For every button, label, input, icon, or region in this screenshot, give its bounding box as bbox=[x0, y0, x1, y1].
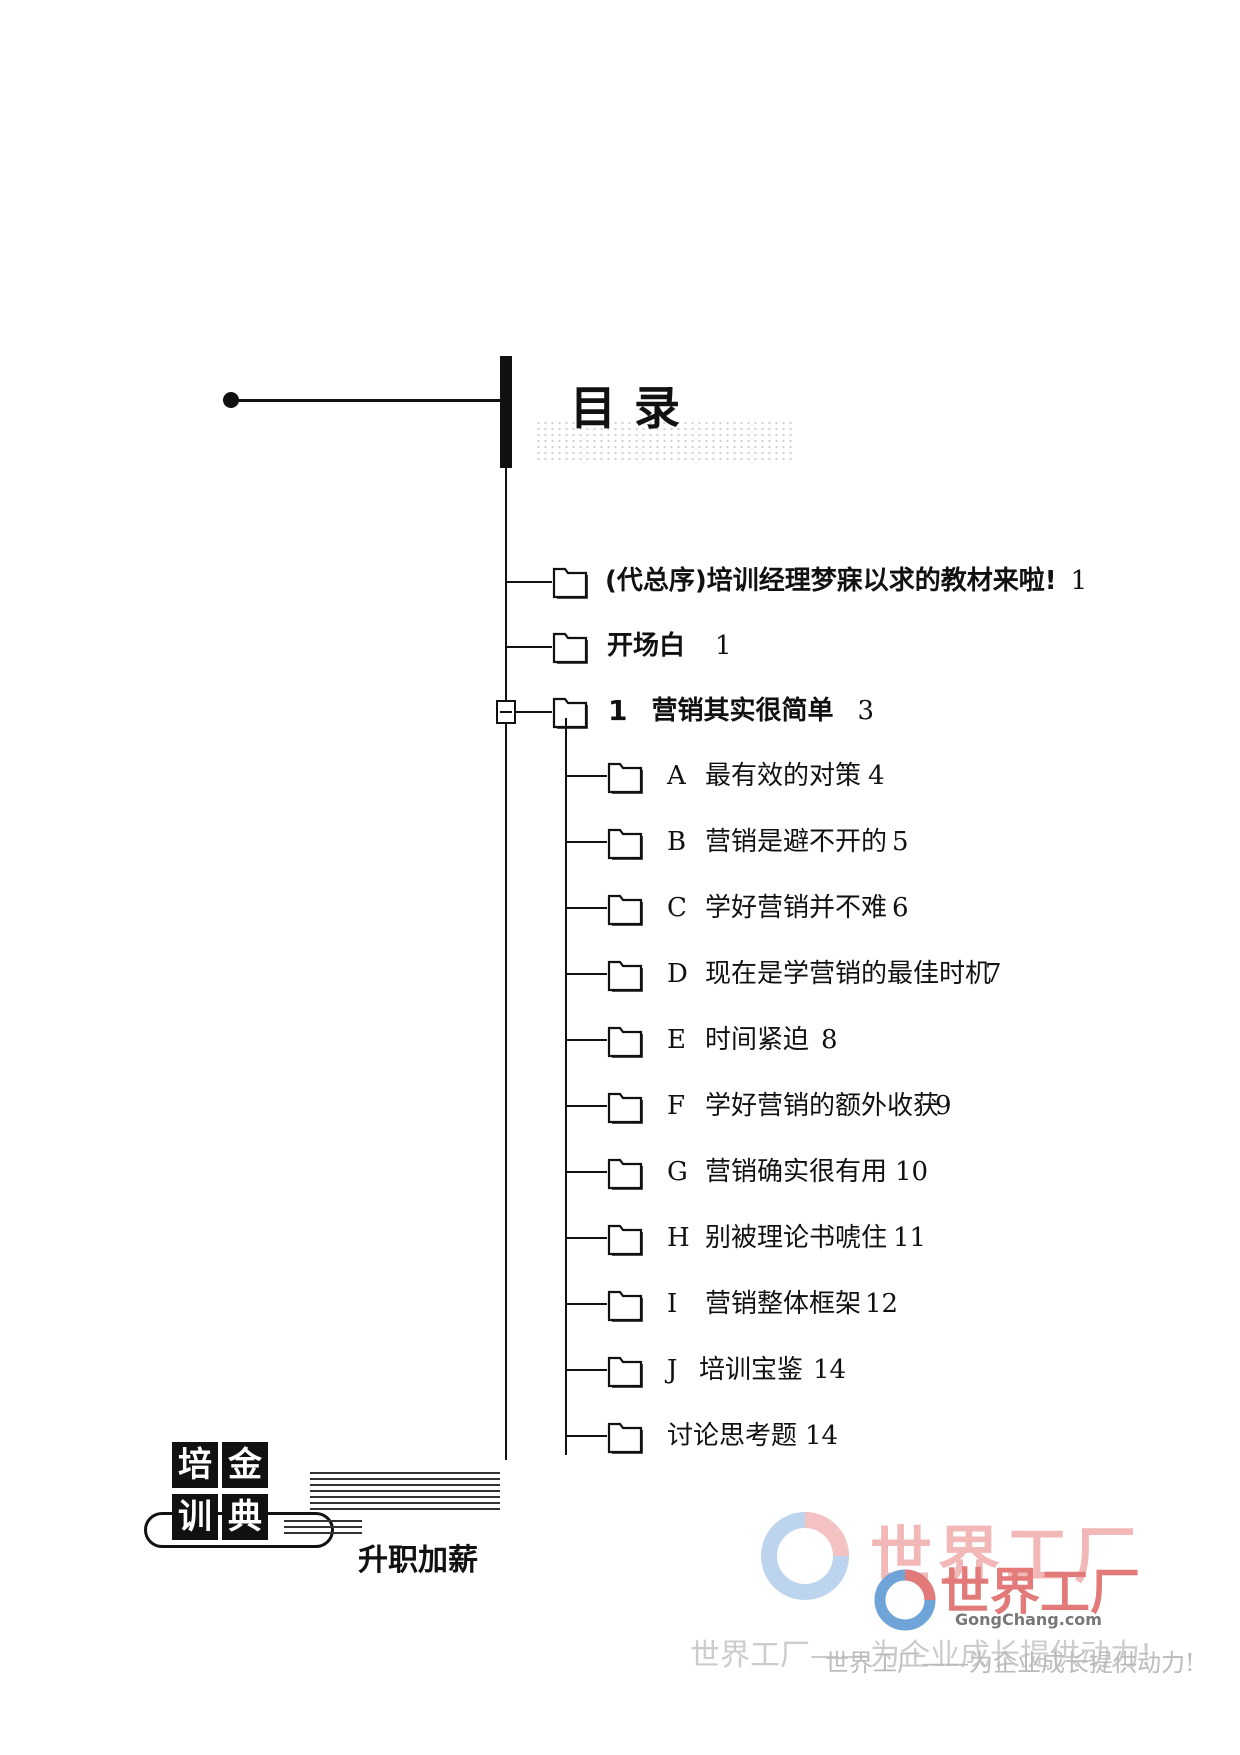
subitem-page: 11 bbox=[893, 1223, 927, 1253]
subitem-page: 4 bbox=[868, 761, 885, 791]
tree-connector bbox=[506, 646, 552, 648]
subitem-letter: B bbox=[667, 827, 687, 857]
subitem-label: 培训宝鉴 bbox=[699, 1355, 804, 1385]
subitem-label: 现在是学营销的最佳时机 bbox=[705, 959, 992, 989]
header-bar bbox=[500, 356, 512, 468]
folder-icon bbox=[552, 632, 588, 664]
subitem-page: 9 bbox=[935, 1091, 952, 1121]
subitem-page: 12 bbox=[865, 1289, 899, 1319]
tree-connector bbox=[565, 1171, 607, 1173]
subitem-page: 14 bbox=[805, 1421, 839, 1451]
tree-connector bbox=[565, 1369, 607, 1371]
folder-icon bbox=[607, 1158, 643, 1190]
subitem-page: 5 bbox=[892, 827, 909, 857]
subitem-page: 10 bbox=[895, 1157, 929, 1187]
folder-icon bbox=[607, 1224, 643, 1256]
watermark-url: GongChang.com bbox=[955, 1610, 1102, 1629]
folder-icon bbox=[607, 1356, 643, 1388]
watermark-slogan-secondary: 世界工厂——为企业成长提供动力! bbox=[825, 1649, 1195, 1677]
toc-item-label: 营销其实很简单 bbox=[651, 696, 834, 726]
chapter-number: 1 bbox=[608, 694, 628, 727]
toc-item-page: 3 bbox=[857, 696, 875, 726]
toc-item-label: (代总序)培训经理梦寐以求的教材来啦! bbox=[605, 566, 1057, 596]
tree-connector bbox=[565, 1237, 607, 1239]
tree-connector bbox=[565, 907, 607, 909]
subitem-label: 营销整体框架 bbox=[705, 1289, 862, 1319]
subitem-page: 8 bbox=[821, 1025, 838, 1055]
logo-char: 典 bbox=[222, 1494, 268, 1540]
tree-trunk bbox=[505, 468, 507, 1460]
tree-connector bbox=[565, 1435, 607, 1437]
toc-chapter[interactable]: 1 营销其实很简单 3 bbox=[608, 693, 874, 729]
subitem-letter: G bbox=[667, 1157, 688, 1187]
tree-connector bbox=[516, 711, 552, 713]
gear-icon bbox=[761, 1512, 849, 1600]
folder-icon bbox=[607, 894, 643, 926]
subitem-page: 7 bbox=[985, 959, 1002, 989]
toc-item-page: 1 bbox=[715, 631, 732, 661]
subitem-letter: J bbox=[667, 1355, 678, 1385]
watermark-brand-small: 世界工厂 bbox=[940, 1563, 1140, 1621]
subitem-label: 营销是避不开的 bbox=[705, 827, 888, 857]
subitem-letter: F bbox=[667, 1091, 686, 1121]
collapse-toggle[interactable] bbox=[496, 700, 516, 724]
tree-connector bbox=[565, 775, 607, 777]
folder-icon bbox=[607, 1290, 643, 1322]
subitem-letter: H bbox=[667, 1223, 690, 1253]
logo-char: 训 bbox=[172, 1494, 218, 1540]
toc-item-page: 1 bbox=[1070, 566, 1088, 596]
folder-icon bbox=[607, 960, 643, 992]
toc-item-label: 开场白 bbox=[607, 631, 686, 661]
subitem-label: 别被理论书唬住 bbox=[705, 1223, 888, 1253]
watermark-slogan: 世界工厂——为企业成长提供动力! bbox=[690, 1638, 1153, 1673]
subitem-page: 6 bbox=[892, 893, 909, 923]
subitem-letter: I bbox=[667, 1289, 678, 1319]
page-title: 目录 bbox=[570, 381, 698, 435]
header-rule bbox=[230, 399, 502, 402]
subtree-trunk bbox=[565, 718, 567, 1455]
logo-stripes bbox=[310, 1472, 500, 1510]
tree-connector bbox=[565, 1303, 607, 1305]
subitem-letter: E bbox=[667, 1025, 686, 1055]
subitem-label: 时间紧迫 bbox=[705, 1025, 810, 1055]
logo-char: 培 bbox=[172, 1442, 218, 1488]
subitem-letter: D bbox=[667, 959, 688, 989]
folder-icon bbox=[607, 1092, 643, 1124]
tree-connector bbox=[506, 581, 552, 583]
title-texture bbox=[535, 420, 795, 460]
subitem-letter: A bbox=[667, 761, 686, 791]
subitem-label: 讨论思考题 bbox=[667, 1421, 798, 1451]
tree-connector bbox=[565, 841, 607, 843]
toc-item[interactable]: (代总序)培训经理梦寐以求的教材来啦! 1 bbox=[605, 563, 1087, 599]
tree-connector bbox=[565, 973, 607, 975]
subitem-label: 最有效的对策 bbox=[705, 761, 862, 791]
folder-icon bbox=[607, 828, 643, 860]
folder-icon bbox=[607, 762, 643, 794]
tree-connector bbox=[565, 1105, 607, 1107]
folder-icon bbox=[607, 1026, 643, 1058]
folder-icon bbox=[552, 697, 588, 729]
subitem-label: 学好营销的额外收获 bbox=[705, 1091, 940, 1121]
tree-connector bbox=[565, 1039, 607, 1041]
folder-icon bbox=[607, 1422, 643, 1454]
logo-char: 金 bbox=[222, 1442, 268, 1488]
subitem-letter: C bbox=[667, 893, 687, 923]
logo-stripes bbox=[284, 1516, 362, 1534]
subitem-label: 营销确实很有用 bbox=[705, 1157, 888, 1187]
subitem-page: 14 bbox=[813, 1355, 847, 1385]
folder-icon bbox=[552, 567, 588, 599]
toc-item[interactable]: 开场白 1 bbox=[607, 628, 732, 664]
subitem-label: 学好营销并不难 bbox=[705, 893, 888, 923]
series-name: 升职加薪 bbox=[358, 1543, 478, 1578]
gear-icon bbox=[874, 1569, 936, 1631]
